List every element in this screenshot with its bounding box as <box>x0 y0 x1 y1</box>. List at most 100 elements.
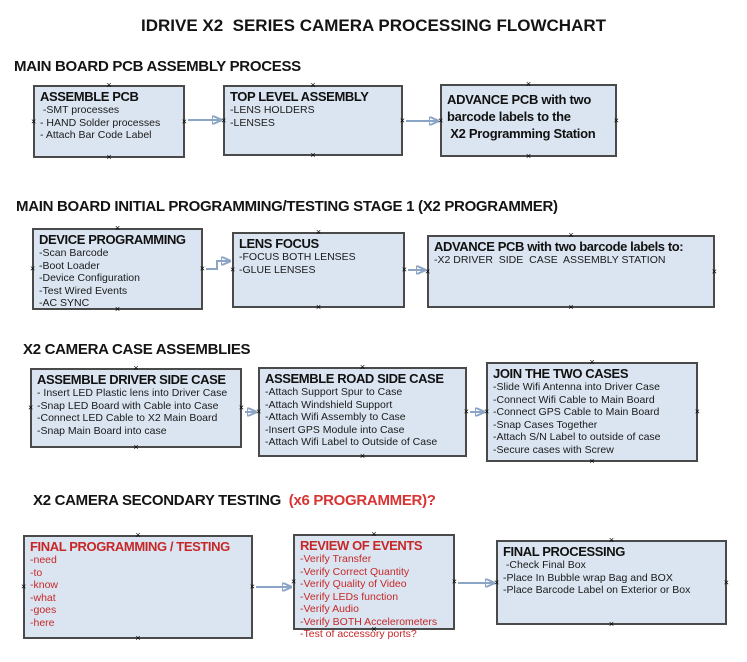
connection-point-icon: × <box>463 406 469 417</box>
section-heading-initial-programming: MAIN BOARD INITIAL PROGRAMMING/TESTING S… <box>16 198 558 215</box>
box-title: LENS FOCUS <box>239 236 319 251</box>
box-title: ADVANCE PCB with two barcode labels to: <box>434 239 684 254</box>
connection-point-icon: × <box>199 263 205 274</box>
box-title: ASSEMBLE DRIVER SIDE CASE <box>37 372 226 387</box>
connection-point-icon: × <box>401 264 407 275</box>
box-title: FINAL PROGRAMMING / TESTING <box>30 539 230 554</box>
connection-point-icon: × <box>694 406 700 417</box>
connection-point-icon: × <box>181 116 187 126</box>
box-item: -Verify Transfer <box>300 553 372 565</box>
box-item: -to <box>30 566 43 579</box>
box-title: FINAL PROCESSING <box>503 544 625 559</box>
box-text-line: ADVANCE PCB with two <box>447 92 591 107</box>
box-item: -Boot Loader <box>39 259 100 272</box>
connection-point-icon: × <box>221 115 227 125</box>
connection-point-icon: × <box>484 406 490 417</box>
box-text-line: barcode labels to the <box>447 109 571 124</box>
flow-arrow <box>206 261 230 270</box>
connection-point-icon: × <box>31 116 37 126</box>
connection-point-icon: × <box>438 115 444 125</box>
box-item: -Secure cases with Screw <box>493 443 614 456</box>
box-item: -Slide Wifi Antenna into Driver Case <box>493 381 660 393</box>
box-item: -Connect Wifi Cable to Main Board <box>493 393 655 406</box>
box-item: -Verify LEDs function <box>300 590 399 603</box>
connection-point-icon: × <box>21 581 27 592</box>
box-advance-pcb-programming-station[interactable]: ADVANCE PCB with two barcode labels to t… <box>438 80 619 161</box>
box-item: -what <box>30 591 56 604</box>
box-item: -Attach Wifi Label to Outside of Case <box>265 436 438 448</box>
box-item: - HAND Solder processes <box>40 116 161 129</box>
box-device-programming[interactable]: DEVICE PROGRAMMING -Scan Barcode-Boot Lo… <box>30 224 205 314</box>
section-heading-secondary-testing-red: (x6 PROGRAMMER)? <box>288 492 436 509</box>
box-title: DEVICE PROGRAMMING <box>39 232 186 247</box>
box-item: -Scan Barcode <box>39 247 109 259</box>
box-item: -Test of accessory ports? <box>300 628 417 640</box>
connection-point-icon: × <box>291 576 297 587</box>
connection-point-icon: × <box>425 266 431 276</box>
connection-point-icon: × <box>315 302 322 312</box>
connection-point-icon: × <box>30 263 36 274</box>
box-title: JOIN THE TWO CASES <box>493 366 629 381</box>
box-review-of-events[interactable]: REVIEW OF EVENTS -Verify Transfer-Verify… <box>291 530 457 641</box>
box-item: -Verify Correct Quantity <box>300 565 410 578</box>
box-item: -Connect GPS Cable to Main Board <box>493 406 660 418</box>
box-item: -Place Barcode Label on Exterior or Box <box>503 584 691 596</box>
box-item: -LENSES <box>230 116 275 129</box>
connection-point-icon: × <box>256 406 262 417</box>
box-final-processing[interactable]: FINAL PROCESSING -Check Final Box -Place … <box>494 536 729 629</box>
box-item: -Attach Support Spur to Case <box>265 386 403 398</box>
box-item: -GLUE LENSES <box>239 263 316 276</box>
box-title: ASSEMBLE ROAD SIDE CASE <box>265 371 444 386</box>
connection-point-icon: × <box>451 576 457 587</box>
box-assemble-pcb[interactable]: ASSEMBLE PCB -SMT processes- HAND Solder… <box>31 81 187 162</box>
box-final-programming-testing[interactable]: FINAL PROGRAMMING / TESTING -need-to-kno… <box>21 531 255 643</box>
box-item: -FOCUS BOTH LENSES <box>239 251 356 263</box>
connection-point-icon: × <box>613 115 619 125</box>
box-item: -Attach Wifi Assembly to Case <box>265 411 406 423</box>
section-heading-case-assemblies: X2 CAMERA CASE ASSEMBLIES <box>23 341 251 358</box>
box-item: -Device Configuration <box>39 272 140 284</box>
box-item: -Attach Windshield Support <box>265 398 393 411</box>
section-heading-pcb-assembly: MAIN BOARD PCB ASSEMBLY PROCESS <box>14 58 301 75</box>
box-advance-pcb-driver-side-station[interactable]: ADVANCE PCB with two barcode labels to: … <box>425 231 717 312</box>
box-title: TOP LEVEL ASSEMBLY <box>230 89 369 104</box>
box-title: ASSEMBLE PCB <box>40 89 139 104</box>
section-heading-secondary-testing: X2 CAMERA SECONDARY TESTING (x6 PROGRAMM… <box>33 492 436 509</box>
connection-point-icon: × <box>238 402 244 413</box>
box-item: - Attach Bar Code Label <box>40 129 152 141</box>
box-item: -X2 DRIVER SIDE CASE ASSEMBLY STATION <box>434 254 666 266</box>
box-assemble-driver-side-case[interactable]: ASSEMBLE DRIVER SIDE CASE - Insert LED P… <box>28 364 244 452</box>
connection-point-icon: × <box>310 150 316 160</box>
connection-point-icon: × <box>525 79 532 89</box>
connection-point-icon: × <box>359 451 366 461</box>
connection-point-icon: × <box>723 577 729 587</box>
connection-point-icon: × <box>230 264 236 275</box>
box-item: -goes <box>30 604 57 616</box>
box-item: -know <box>30 579 59 591</box>
box-title: REVIEW OF EVENTS <box>300 538 423 553</box>
box-item: -Check Final Box <box>503 559 586 571</box>
connection-point-icon: × <box>568 302 574 312</box>
box-top-level-assembly[interactable]: TOP LEVEL ASSEMBLY -LENS HOLDERS-LENSES … <box>221 81 405 160</box>
page-title: IDRIVE X2 SERIES CAMERA PROCESSING FLOWC… <box>140 16 607 35</box>
section-heading-secondary-testing-black: X2 CAMERA SECONDARY TESTING <box>33 492 289 509</box>
box-item: -Attach S/N Label to outside of case <box>493 431 661 443</box>
box-item: -Verify Audio <box>300 603 359 615</box>
connection-point-icon: × <box>399 115 405 125</box>
connection-point-icon: × <box>608 619 615 629</box>
box-item: -Verify BOTH Accelerometers <box>300 615 438 628</box>
box-item: -Connect LED Cable to X2 Main Board <box>37 412 218 424</box>
box-assemble-road-side-case[interactable]: ASSEMBLE ROAD SIDE CASE -Attach Support … <box>256 363 469 461</box>
connection-point-icon: × <box>525 151 532 161</box>
connection-point-icon: × <box>249 581 255 592</box>
connection-point-icon: × <box>135 633 141 643</box>
box-lens-focus[interactable]: LENS FOCUS -FOCUS BOTH LENSES-GLUE LENSE… <box>230 228 407 312</box>
box-item: -Snap LED Board with Cable into Case <box>37 399 219 412</box>
box-item: -Test Wired Events <box>39 284 128 297</box>
box-item: -Verify Quality of Video <box>300 578 407 590</box>
box-item: -Snap Main Board into case <box>37 424 167 437</box>
box-item: -here <box>30 616 55 629</box>
box-item: -Snap Cases Together <box>493 418 598 431</box>
box-join-the-two-cases[interactable]: JOIN THE TWO CASES -Slide Wifi Antenna i… <box>484 358 700 466</box>
